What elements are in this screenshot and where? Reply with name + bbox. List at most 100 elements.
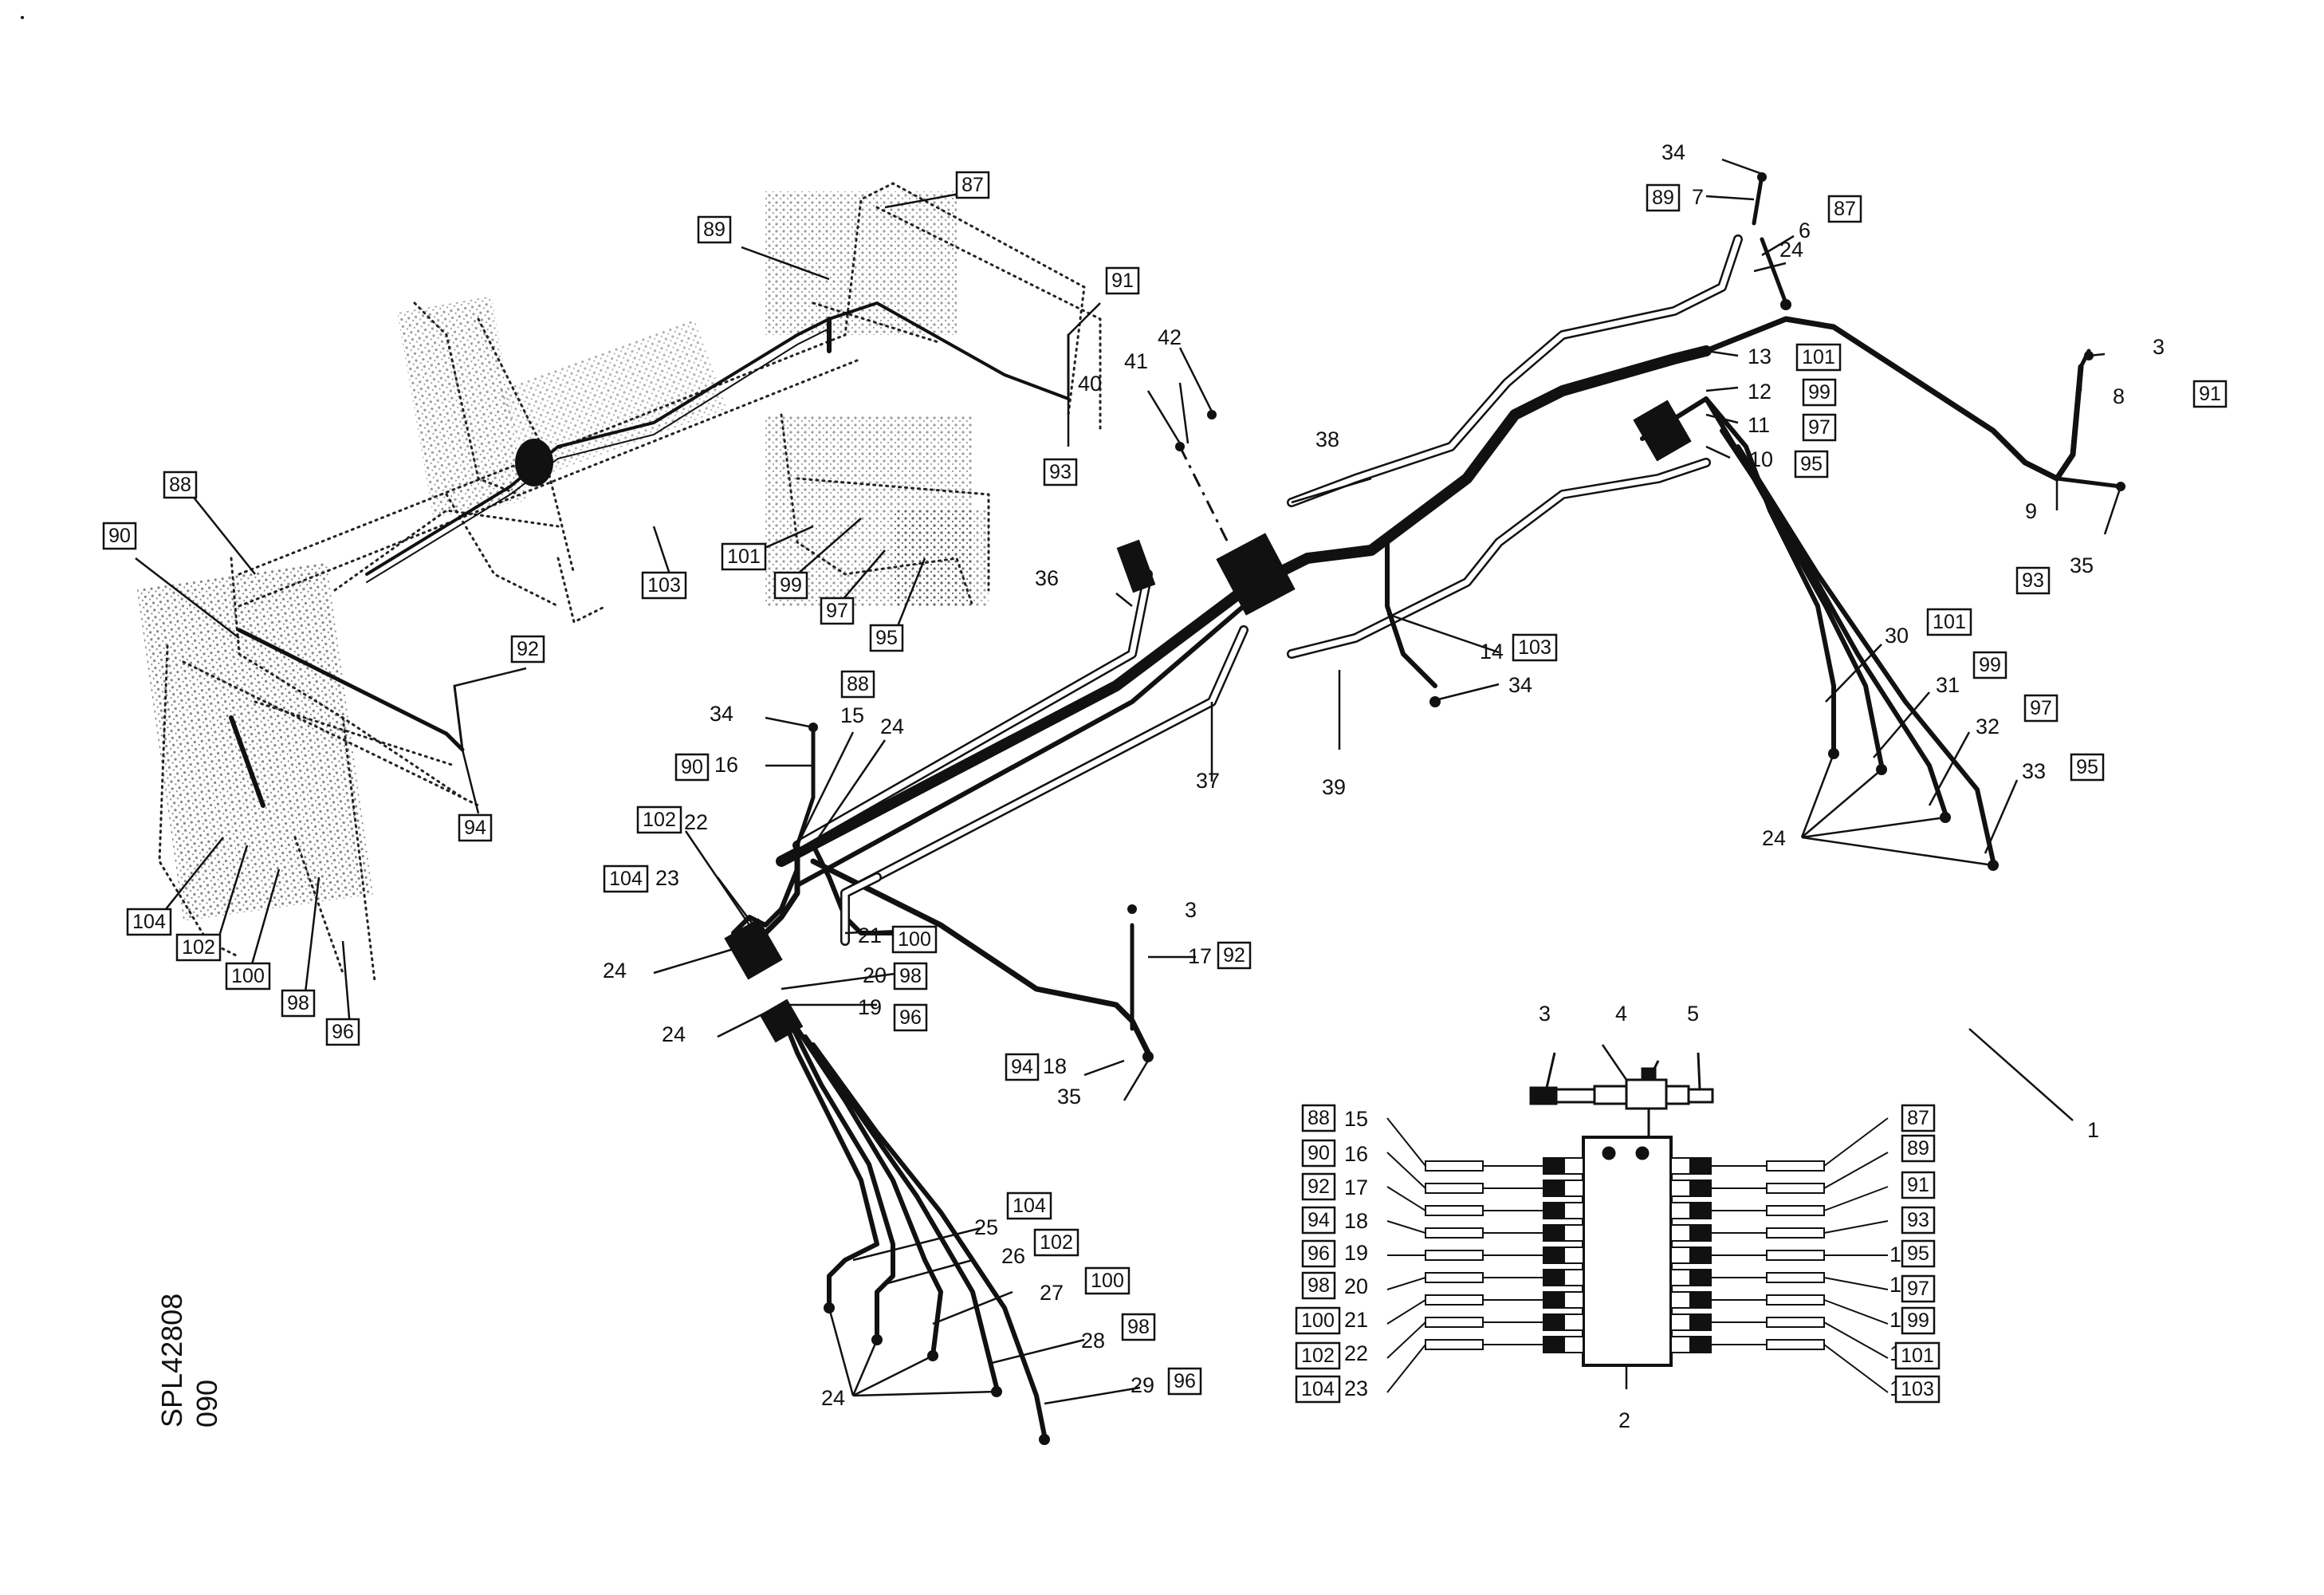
boxed-callout-104: 104 xyxy=(126,908,172,936)
callout-box-frame xyxy=(1901,1104,1936,1132)
distributor-port-fitting xyxy=(1563,1224,1584,1242)
callout-box-frame xyxy=(1926,608,1972,636)
boxed-callout-96: 96 xyxy=(325,1018,360,1046)
distributor-hose-stub xyxy=(1766,1183,1825,1194)
boxed-callout-101: 101 xyxy=(721,542,767,571)
boxed-callout-95: 95 xyxy=(869,624,904,652)
distributor-port-fitting xyxy=(1563,1157,1584,1175)
callout-7: 7 xyxy=(1692,185,1704,209)
callout-box-frame xyxy=(1901,1134,1936,1163)
distributor-leader xyxy=(1386,1344,1426,1393)
callout-box-number: 104 xyxy=(1013,1195,1046,1217)
callout-box-number: 103 xyxy=(1518,636,1551,659)
callout-box-frame xyxy=(636,805,682,834)
callout-24: 24 xyxy=(1779,238,1803,262)
callout-15: 15 xyxy=(840,703,864,727)
callout-19: 19 xyxy=(858,995,882,1019)
callout-box-number: 94 xyxy=(464,817,486,839)
callout-22: 22 xyxy=(684,810,708,834)
boxed-callout-93: 93 xyxy=(1901,1206,1936,1235)
callout-box-frame xyxy=(1105,266,1140,295)
distributor-leader xyxy=(1386,1117,1426,1167)
callout-12: 12 xyxy=(1748,380,1772,404)
callout-34: 34 xyxy=(1661,140,1685,164)
boxed-callout-98: 98 xyxy=(281,989,316,1018)
boxed-callout-91: 91 xyxy=(1901,1171,1936,1199)
callout-box-number: 97 xyxy=(1808,416,1830,439)
callout-box-frame xyxy=(510,635,545,664)
boxed-callout-101: 101 xyxy=(1894,1341,1941,1370)
callout-box-frame xyxy=(1827,195,1862,223)
distributor-port-fitting xyxy=(1689,1291,1712,1309)
callout-box-frame xyxy=(1802,378,1837,407)
callout-box-frame xyxy=(1301,1271,1336,1300)
boxed-callout-87: 87 xyxy=(955,171,990,199)
callout-23: 23 xyxy=(1344,1376,1368,1400)
distributor-port-fitting xyxy=(1543,1336,1565,1353)
callout-box-number: 102 xyxy=(182,936,215,959)
callout-28: 28 xyxy=(1081,1329,1105,1353)
boxed-callout-98: 98 xyxy=(1121,1313,1156,1341)
callout-16: 16 xyxy=(714,753,738,777)
callout-box-number: 98 xyxy=(899,965,922,987)
distributor-port-fitting xyxy=(1670,1291,1691,1309)
callout-24: 24 xyxy=(1762,826,1786,850)
callout-17: 17 xyxy=(1344,1176,1368,1199)
callout-29: 29 xyxy=(1131,1373,1154,1397)
boxed-callout-102: 102 xyxy=(636,805,682,834)
boxed-callout-87: 87 xyxy=(1901,1104,1936,1132)
callout-box-frame xyxy=(1894,1341,1941,1370)
callout-box-number: 92 xyxy=(517,638,539,660)
callout-box-number: 103 xyxy=(647,574,681,597)
distributor-port-fitting xyxy=(1563,1269,1584,1286)
distributor-hose-stub xyxy=(1766,1272,1825,1283)
callout-40: 40 xyxy=(1078,372,1102,396)
callout-box-number: 97 xyxy=(2030,697,2052,719)
callout-9: 9 xyxy=(2025,499,2037,523)
callout-box-number: 100 xyxy=(1301,1309,1335,1332)
centre-line xyxy=(1178,446,1229,543)
boxed-callout-98: 98 xyxy=(1301,1271,1336,1300)
callout-box-frame xyxy=(1121,1313,1156,1341)
distributor-port-fitting xyxy=(1543,1180,1565,1197)
distributor-port-fitting xyxy=(1689,1157,1712,1175)
callout-10: 10 xyxy=(1749,447,1773,471)
distributor-leader xyxy=(1823,1299,1889,1325)
callout-box-frame xyxy=(1301,1172,1336,1201)
callout-21: 21 xyxy=(1344,1308,1368,1332)
distributor-leader xyxy=(1386,1220,1426,1234)
boxed-callout-90: 90 xyxy=(1301,1139,1336,1168)
callout-34: 34 xyxy=(1508,673,1532,697)
distributor-port-fitting xyxy=(1543,1291,1565,1309)
callout-box-frame xyxy=(1301,1139,1336,1168)
callout-box-number: 100 xyxy=(898,928,931,951)
distributor-port-fitting xyxy=(1689,1180,1712,1197)
callout-box-frame xyxy=(1512,633,1558,662)
callout-box-frame xyxy=(1033,1228,1079,1257)
distributor-hose-stub xyxy=(1766,1250,1825,1261)
distributor-hose-stub xyxy=(1425,1205,1484,1216)
distributor-hose-stub xyxy=(1425,1250,1484,1261)
callout-box-number: 93 xyxy=(1049,461,1072,483)
callout-box-number: 99 xyxy=(1907,1309,1929,1332)
distributor-port-fitting xyxy=(1689,1336,1712,1353)
distributor-port-fitting xyxy=(1689,1269,1712,1286)
callout-39: 39 xyxy=(1322,775,1346,799)
callout-box-number: 87 xyxy=(1834,198,1856,220)
boxed-callout-92: 92 xyxy=(1217,941,1252,970)
distributor-port-fitting xyxy=(1670,1246,1691,1264)
callout-box-frame xyxy=(1301,1206,1336,1235)
callout-box-number: 90 xyxy=(1307,1142,1330,1164)
callout-36: 36 xyxy=(1035,566,1059,590)
callout-box-frame xyxy=(1901,1206,1936,1235)
boxed-callouts: 8787878888888989899090909191919292929393… xyxy=(102,171,2228,1404)
boxed-callout-92: 92 xyxy=(1301,1172,1336,1201)
boxed-callout-94: 94 xyxy=(1301,1206,1336,1235)
boxed-callout-97: 97 xyxy=(820,597,855,625)
callout-box-frame xyxy=(1901,1306,1936,1335)
callout-13: 13 xyxy=(1748,345,1772,368)
callout-box-frame xyxy=(458,813,493,842)
callout-box-frame xyxy=(891,925,938,954)
distributor-hose-stub xyxy=(1425,1227,1484,1239)
boxed-callout-102: 102 xyxy=(175,933,222,962)
